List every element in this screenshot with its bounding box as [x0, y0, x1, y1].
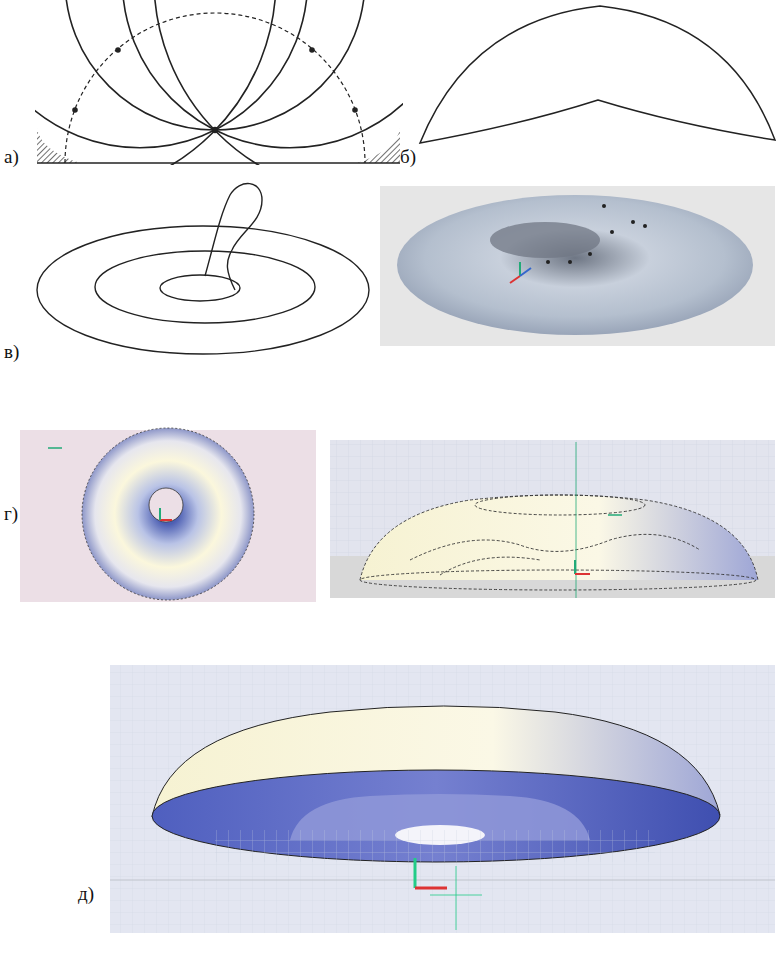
panel-label: а) [4, 147, 19, 166]
panel-label: д) [78, 884, 94, 903]
panel-label: г) [4, 504, 18, 523]
panel-label: в) [4, 342, 19, 361]
panel-label: б) [400, 147, 416, 166]
